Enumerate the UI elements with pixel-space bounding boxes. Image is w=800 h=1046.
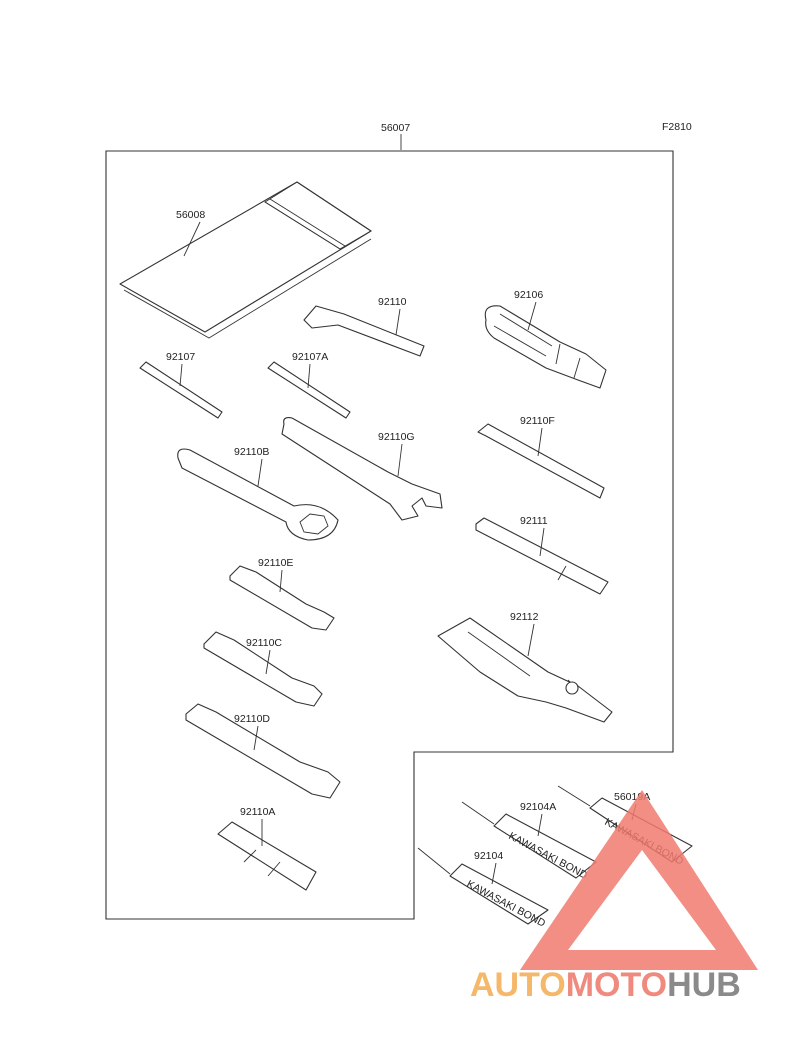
part-label-92107a: 92107A [292, 351, 328, 363]
screwdriver-handle-illustration [484, 305, 607, 389]
watermark-text-hub: HUB [667, 966, 741, 1004]
screwdriver-bit-a-illustration [267, 361, 351, 419]
part-label-92106: 92106 [514, 289, 543, 301]
leader-92107 [179, 363, 183, 387]
part-label-92110a: 92110A [240, 806, 275, 818]
spark-plug-wrench-illustration [217, 821, 317, 891]
part-label-92110e: 92110E [258, 557, 293, 569]
leader-92106 [527, 301, 537, 331]
watermark-text-auto: AUTO [470, 966, 566, 1004]
tool-bag-illustration [119, 181, 372, 339]
part-label-56008: 56008 [176, 209, 205, 221]
leader-92110b [257, 458, 263, 487]
leader-92110g [397, 443, 403, 477]
kit-number-label: 56007 [381, 122, 410, 134]
pliers-illustration [437, 617, 613, 723]
part-label-92112: 92112 [510, 611, 539, 623]
part-label-92110d: 92110D [234, 713, 270, 725]
wrench-e-illustration [229, 565, 335, 631]
leader-92110 [395, 308, 401, 336]
screwdriver-bit-illustration [139, 361, 223, 419]
bond-tube-92104-illustration [417, 847, 549, 925]
ring-wrench-illustration [177, 448, 339, 541]
leader-92110f [537, 427, 543, 457]
wrench-g-illustration [281, 417, 443, 521]
leader-92104 [491, 862, 497, 885]
watermark-triangle-icon [520, 790, 758, 970]
part-label-92110f: 92110F [520, 415, 555, 427]
wrench-d-illustration [185, 703, 341, 799]
spanner-f-illustration [477, 423, 605, 499]
part-label-92110b: 92110B [234, 446, 269, 458]
leader-92110e [279, 569, 283, 593]
leader-92104a [537, 813, 543, 837]
part-label-92111: 92111 [520, 515, 548, 527]
leader-92107a [307, 363, 311, 389]
wrench-c-illustration [203, 631, 323, 707]
part-label-92104: 92104 [474, 850, 503, 862]
part-label-92110: 92110 [378, 296, 407, 308]
extension-tube-illustration [475, 517, 609, 595]
tool-kit-frame [105, 150, 674, 920]
part-label-92107: 92107 [166, 351, 195, 363]
figure-code: F2810 [662, 121, 692, 133]
part-label-92110g: 92110G [378, 431, 415, 443]
leader-56008 [183, 221, 201, 257]
part-label-92104a: 92104A [520, 801, 556, 813]
leader-92112 [527, 623, 535, 657]
watermark-text-moto: MOTO [566, 966, 667, 1004]
leader-92111 [539, 527, 545, 557]
leader-92110d [253, 725, 259, 751]
part-label-92110c: 92110C [246, 637, 282, 649]
watermark-logo: AUTOMOTOHUB [470, 966, 741, 1004]
leader-92110c [265, 649, 271, 675]
hex-key-illustration [303, 305, 425, 357]
